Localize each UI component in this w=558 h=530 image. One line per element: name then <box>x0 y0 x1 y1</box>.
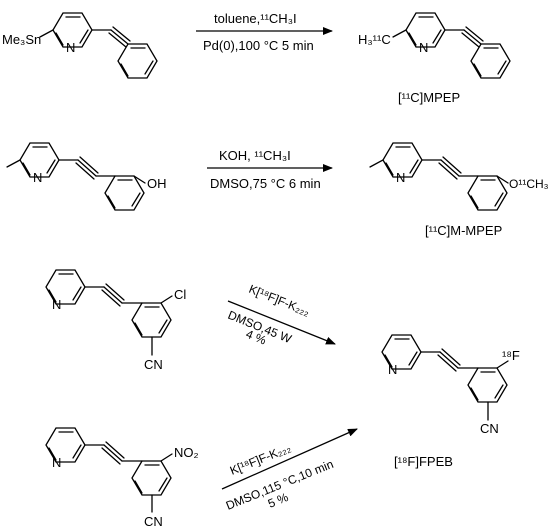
reaction-arrow-4 <box>221 428 358 490</box>
reactant-4-structure <box>45 427 173 513</box>
hydroxyl-label: OH <box>147 176 167 191</box>
reactant-1-structure <box>39 12 158 79</box>
conditions-1: Pd(0),100 °C 5 min <box>203 38 314 53</box>
c11-methoxy-label: O¹¹CH₃ <box>509 177 549 191</box>
reagents-3: K[¹⁸F]F-K₂₂₂ <box>247 282 312 319</box>
pyridine-nitrogen-label: N <box>52 455 61 470</box>
product-2-structure <box>369 142 509 211</box>
fluorine-18-label: ¹⁸F <box>502 348 520 363</box>
reagents-1: toluene,¹¹CH₃I <box>214 11 297 26</box>
pyridine-nitrogen-label: N <box>66 40 75 55</box>
conditions-2: DMSO,75 °C 6 min <box>210 176 321 191</box>
product-name-2: [¹¹C]M-MPEP <box>425 223 502 238</box>
nitrile-label: CN <box>144 514 163 529</box>
pyridine-nitrogen-label: N <box>52 297 61 312</box>
pyridine-nitrogen-label: N <box>388 362 397 377</box>
nitrile-label: CN <box>480 421 499 436</box>
chloro-label: Cl <box>174 287 186 302</box>
reagents-2: KOH, ¹¹CH₃I <box>219 148 291 163</box>
pyridine-nitrogen-label: N <box>419 40 428 55</box>
nitro-label: NO₂ <box>174 445 199 460</box>
reaction-2: N OH KOH, ¹¹CH₃I DMSO,75 °C 6 min N O¹¹C… <box>6 142 549 238</box>
reaction-3: N Cl CN K[¹⁸F]F-K₂₂₂ DMSO,45 W 4 % <box>45 269 336 372</box>
reactant-3-structure <box>45 269 173 356</box>
product-name-fpeb: [¹⁸F]FPEB <box>394 454 453 469</box>
pyridine-nitrogen-label: N <box>396 170 405 185</box>
reactant-2-structure <box>6 142 146 211</box>
pyridine-nitrogen-label: N <box>33 170 42 185</box>
fpeb-product: N ¹⁸F CN [¹⁸F]FPEB <box>381 334 520 469</box>
reaction-4: N NO₂ CN K[¹⁸F]F-K₂₂₂ DMSO,115 °C,10 min… <box>45 427 358 529</box>
reaction-1: Me₃Sn N toluene,¹¹CH₃I Pd(0),100 °C 5 mi… <box>2 11 511 105</box>
stannyl-label: Me₃Sn <box>2 32 41 47</box>
reaction-arrow-3 <box>227 300 336 345</box>
product-name-1: [¹¹C]MPEP <box>398 90 460 105</box>
fpeb-structure <box>381 334 509 421</box>
nitrile-label: CN <box>144 357 163 372</box>
c11-methyl-label: H₃¹¹C <box>358 32 391 47</box>
product-1-structure <box>392 12 511 79</box>
